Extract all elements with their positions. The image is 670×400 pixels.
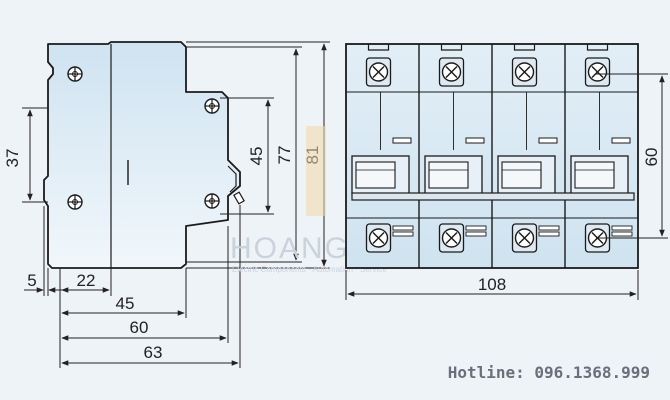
pole-slot-b xyxy=(392,231,414,237)
dim-mount-width-label: 22 xyxy=(77,271,96,290)
pole-indicator xyxy=(465,137,485,144)
terminal-notch-top xyxy=(586,44,609,51)
dim-total-width xyxy=(345,270,639,300)
hotline-text: Hotline: 096.1368.999 xyxy=(448,363,650,382)
pole-2 xyxy=(418,44,487,268)
dim-terminal-spacing xyxy=(596,73,668,239)
side-view-body xyxy=(43,41,241,269)
screw-top-left-icon xyxy=(67,66,83,82)
terminal-notch-top xyxy=(513,44,536,51)
screw-bottom-icon xyxy=(365,223,392,253)
screw-bottom-icon-slot-b xyxy=(518,232,531,244)
dim-left-height-label: 37 xyxy=(3,149,22,168)
pole-slot-b xyxy=(465,231,487,237)
dim-left-height xyxy=(22,107,48,203)
screw-top-icon-slot-b xyxy=(372,66,385,78)
screw-bottom-icon-slot-b xyxy=(445,232,458,244)
watermark-logo-mark xyxy=(306,126,326,216)
dim-mid-height xyxy=(186,46,302,263)
dim-width-c-label: 63 xyxy=(144,343,163,362)
pole-3 xyxy=(491,44,560,268)
screw-top-icon xyxy=(584,57,611,87)
pole-slot-b xyxy=(611,231,633,237)
watermark-tagline: Electric Components · Automation · Servi… xyxy=(232,265,387,274)
pole-1 xyxy=(351,44,414,253)
toggle-lever xyxy=(574,161,615,189)
screw-bottom-icon xyxy=(438,223,465,253)
terminal-notch-top xyxy=(367,44,390,51)
dim-total-width-label: 108 xyxy=(478,275,506,294)
screw-top-icon-slot-b xyxy=(518,66,531,78)
pole-group xyxy=(351,44,635,268)
dim-width-b-label: 60 xyxy=(130,318,149,337)
din-clip-tab xyxy=(233,191,245,205)
pole-indicator xyxy=(611,137,631,144)
pole-slot-a xyxy=(392,225,414,231)
toggle-lever xyxy=(355,161,396,189)
pole-slot-a xyxy=(538,225,560,231)
dim-width-a-label: 45 xyxy=(116,294,135,313)
dim-offset-label: 5 xyxy=(27,271,36,290)
screw-top-right-icon xyxy=(204,98,220,114)
screw-top-icon xyxy=(438,57,465,87)
screw-bottom-icon xyxy=(511,223,538,253)
pole-indicator xyxy=(538,137,558,144)
pole-slot-a xyxy=(465,225,487,231)
dim-terminal-spacing-label: 60 xyxy=(642,148,661,167)
dim-inner-height-label: 45 xyxy=(247,147,266,166)
dim-mid-height-label: 77 xyxy=(275,146,294,165)
screw-top-icon xyxy=(365,57,392,87)
terminal-notch-top xyxy=(440,44,463,51)
handle-tie-bar xyxy=(351,192,635,201)
screw-bottom-right-icon xyxy=(204,193,220,209)
side-latch-curve xyxy=(227,165,237,193)
screw-bottom-icon-slot-b xyxy=(372,232,385,244)
pole-slot-a xyxy=(611,225,633,231)
screw-bottom-left-icon xyxy=(67,194,83,210)
dim-horizontal-extensions xyxy=(43,205,241,368)
screw-top-icon xyxy=(511,57,538,87)
screw-top-icon-slot-b xyxy=(591,66,604,78)
screw-top-icon-slot-b xyxy=(445,66,458,78)
front-view: 60 108 xyxy=(345,43,668,300)
dim-inner-height xyxy=(220,97,274,215)
toggle-lever xyxy=(501,161,542,189)
toggle-lever xyxy=(428,161,469,189)
pole-indicator xyxy=(392,137,412,144)
side-view: 37 45 77 81 xyxy=(3,41,330,368)
pole-slot-b xyxy=(538,231,560,237)
pole-4 xyxy=(564,44,633,268)
